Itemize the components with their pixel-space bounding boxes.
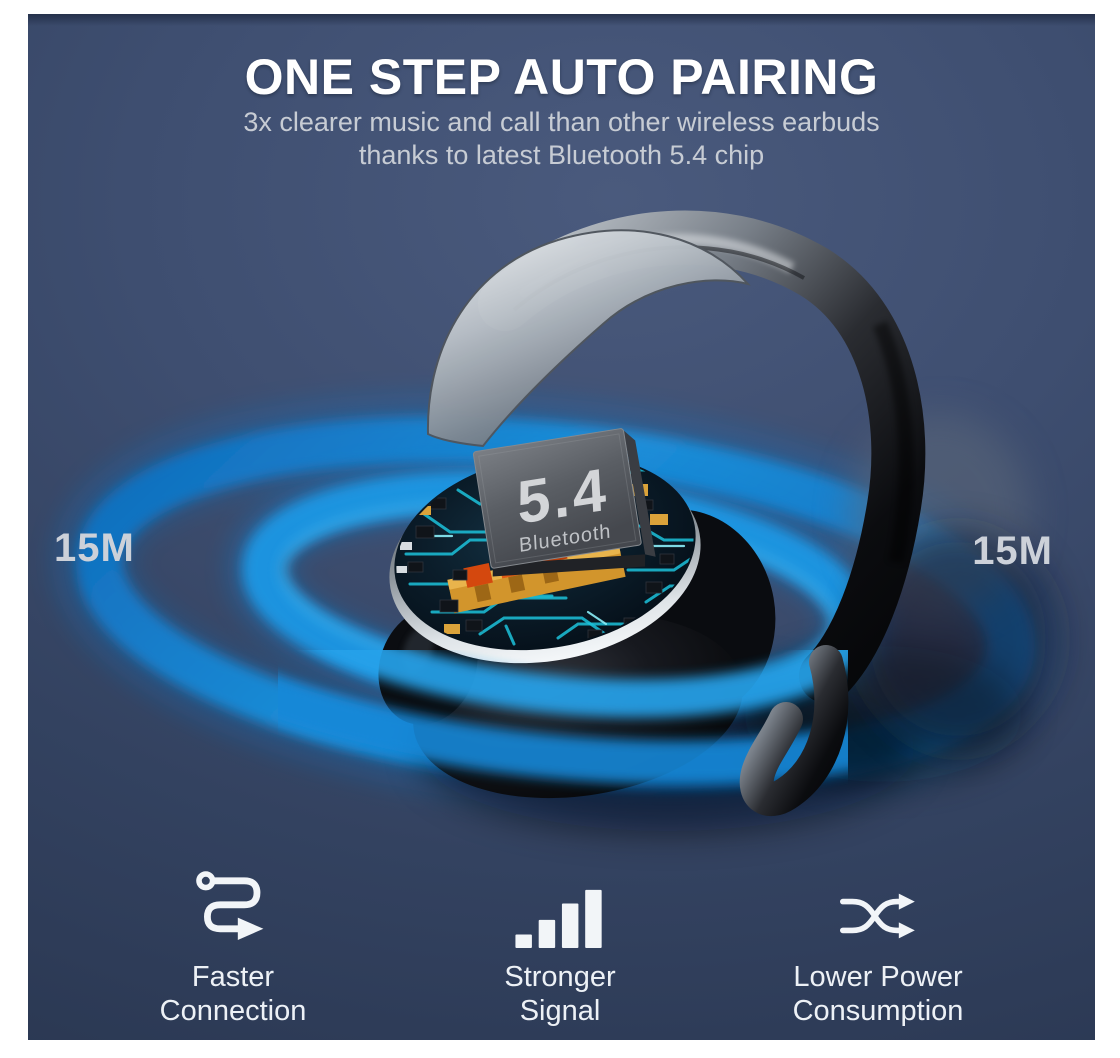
front-signal-arcs <box>278 650 848 785</box>
subtitle: 3x clearer music and call than other wir… <box>28 106 1095 172</box>
subtitle-line1: 3x clearer music and call than other wir… <box>243 107 880 137</box>
feature-label-line2: Consumption <box>792 995 964 1027</box>
route-arrow-icon <box>196 871 264 940</box>
feature-label-line1: Faster <box>191 961 275 993</box>
signal-bars-icon <box>515 889 602 948</box>
feature-label-line1: Stronger <box>504 961 616 993</box>
feature-stronger-signal: Stronger Signal <box>400 866 720 1028</box>
feature-faster-connection: Faster Connection <box>73 866 393 1028</box>
feature-lower-power: Lower Power Consumption <box>718 866 1038 1028</box>
product-scene: 5.4 Bluetooth <box>52 210 1058 831</box>
subtitle-line2: thanks to latest Bluetooth 5.4 chip <box>358 140 765 170</box>
feature-label-line2: Signal <box>519 995 601 1027</box>
feature-label: Lower Power Consumption <box>718 960 1038 1028</box>
feature-icon-box <box>73 866 393 948</box>
feature-label-line2: Connection <box>159 995 307 1027</box>
feature-icon-box <box>718 866 1038 948</box>
chip-version-text: 5.4 <box>516 455 611 537</box>
feature-label: Faster Connection <box>73 960 393 1028</box>
range-left-label: 15M <box>54 526 135 570</box>
hero-panel: 5.4 Bluetooth ONE STEP AUTO PAIRING 3x c… <box>28 14 1095 1040</box>
range-right-label: 15M <box>972 529 1053 573</box>
earbud-faceplate <box>426 229 751 448</box>
shuffle-arrows-icon <box>840 893 915 939</box>
bluetooth-chip: 5.4 Bluetooth <box>472 428 656 577</box>
feature-label: Stronger Signal <box>400 960 720 1028</box>
ear-hook-tail <box>739 645 849 816</box>
feature-label-line1: Lower Power <box>793 961 963 993</box>
feature-icon-box <box>400 866 720 948</box>
headline: ONE STEP AUTO PAIRING <box>244 49 879 105</box>
